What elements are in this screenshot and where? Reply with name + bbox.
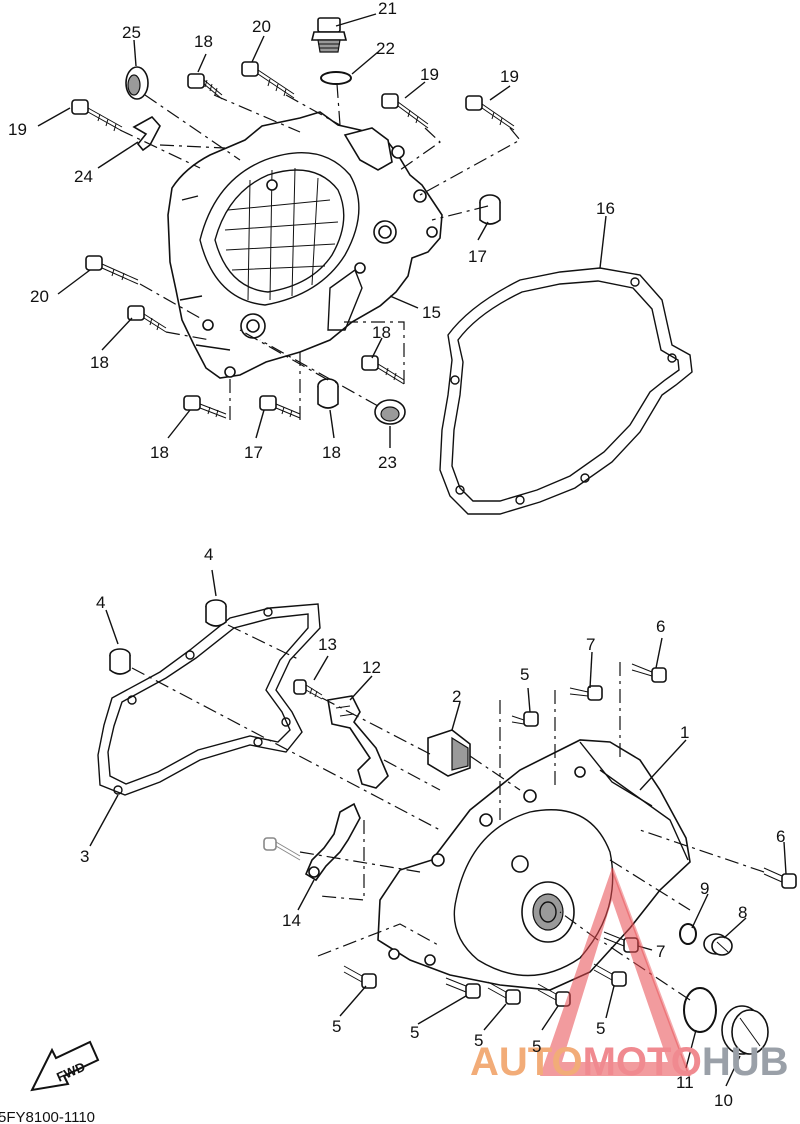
callout-20-2: 20 <box>252 17 271 36</box>
o-ring-11 <box>683 987 717 1033</box>
callout-22-4: 22 <box>376 39 395 58</box>
dowel-pin-17-lower <box>317 378 339 409</box>
callout-3-21: 3 <box>80 847 89 866</box>
callout-19-7: 19 <box>8 120 27 139</box>
watermark-auto: AUTO <box>470 1040 583 1084</box>
callout-18-14: 18 <box>372 323 391 342</box>
watermark-text: AUTOMOTOHUB <box>470 1040 789 1084</box>
fwd-label: FWD <box>54 1059 87 1085</box>
oil-seal-23 <box>374 399 406 425</box>
watermark-hub: HUB <box>702 1040 789 1084</box>
callout-5-34: 5 <box>332 1017 341 1036</box>
callout-5-37: 5 <box>532 1037 541 1056</box>
callout-9-30: 9 <box>700 879 709 898</box>
callout-18-1: 18 <box>194 32 213 51</box>
callout-23-18: 23 <box>378 453 397 472</box>
oil-seal-25 <box>125 66 149 100</box>
callout-14-32: 14 <box>282 911 301 930</box>
watermark-moto: MOTO <box>583 1040 702 1084</box>
callout-6-27: 6 <box>656 617 665 636</box>
sensor-2 <box>427 729 471 777</box>
callout-20-9: 20 <box>30 287 49 306</box>
callout-7-33: 7 <box>656 942 665 961</box>
callout-4-20: 4 <box>96 593 105 612</box>
callout-10-40: 10 <box>714 1091 733 1110</box>
gasket-16 <box>439 267 693 515</box>
cap-10 <box>721 1005 769 1055</box>
callout-6-29: 6 <box>776 827 785 846</box>
oil-filler-cap <box>310 17 348 53</box>
callout-21-3: 21 <box>378 0 397 18</box>
fwd-arrow: FWD <box>30 1040 100 1092</box>
callout-11-39: 11 <box>676 1073 694 1092</box>
bracket-14 <box>304 802 361 882</box>
callout-18-10: 18 <box>90 353 109 372</box>
callout-2-24: 2 <box>452 687 461 706</box>
callout-16-12: 16 <box>596 199 615 218</box>
dowel-pin-17-upper <box>479 194 501 225</box>
callout-13-22: 13 <box>318 635 337 654</box>
callout-5-35: 5 <box>410 1023 419 1042</box>
bolts-upper <box>71 61 515 419</box>
leaders-lower <box>89 569 787 1087</box>
callout-8-31: 8 <box>738 903 747 922</box>
callout-4-19: 4 <box>204 545 213 564</box>
crankcase-cover-upper <box>167 111 443 379</box>
dowel-pin-4-left <box>109 648 131 675</box>
leaders-upper <box>37 13 607 448</box>
dowel-pin-4-top <box>205 599 227 627</box>
callout-5-25: 5 <box>520 665 529 684</box>
watermark-triangle <box>540 868 690 1076</box>
callout-18-15: 18 <box>150 443 169 462</box>
watermark: AUTOMOTOHUB <box>470 867 789 1084</box>
callout-18-17: 18 <box>322 443 341 462</box>
callout-1-28: 1 <box>680 723 689 742</box>
callout-5-36: 5 <box>474 1031 483 1050</box>
callout-12-23: 12 <box>362 658 381 677</box>
callout-19-6: 19 <box>500 67 519 86</box>
bolts-lower <box>343 663 797 1007</box>
crankcase-cover-lower <box>377 739 691 991</box>
screw-13 <box>293 679 323 700</box>
screw-14-left <box>263 837 301 861</box>
gasket-3 <box>97 603 321 796</box>
callout-17-16: 17 <box>244 443 263 462</box>
drawing-code: 5FY8100-1110 <box>0 1109 95 1124</box>
callout-7-26: 7 <box>586 635 595 654</box>
plug-8 <box>703 933 733 956</box>
callout-19-5: 19 <box>420 65 439 84</box>
callout-5-38: 5 <box>596 1019 605 1038</box>
callout-17-13: 17 <box>468 247 487 266</box>
callout-24-8: 24 <box>74 167 93 186</box>
callout-15-11: 15 <box>422 303 441 322</box>
bracket-12 <box>327 695 389 789</box>
clamp-24 <box>132 115 161 152</box>
o-ring-9 <box>679 923 697 945</box>
o-ring-22 <box>320 71 352 85</box>
callout-25-0: 25 <box>122 23 141 42</box>
leader-dash-upper <box>119 83 521 420</box>
